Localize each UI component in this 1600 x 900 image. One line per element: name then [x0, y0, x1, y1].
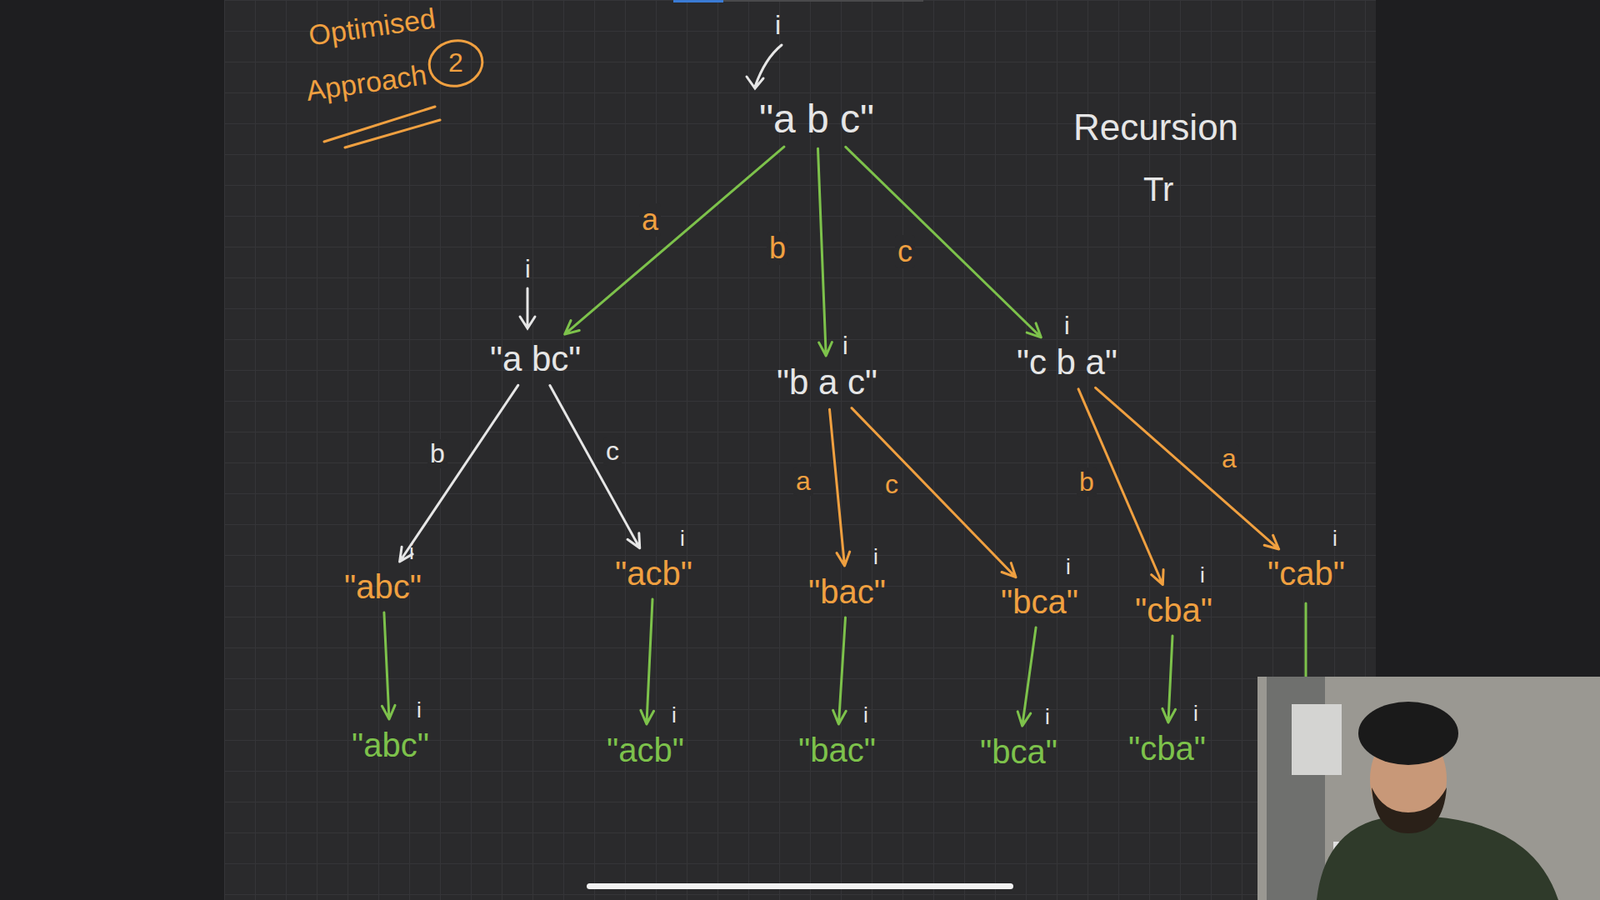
tree-node: "cba"	[1128, 589, 1220, 631]
edge-label: b	[427, 439, 448, 469]
edge-label: b	[1076, 467, 1097, 497]
tree-node: "bac"	[801, 570, 893, 613]
tree-edge	[833, 617, 847, 725]
tree-edge	[565, 146, 785, 335]
tree-edge	[550, 385, 640, 549]
tree-edge	[1095, 387, 1280, 550]
tree-edge	[1162, 635, 1176, 723]
tree-edge	[400, 385, 519, 562]
tree-node: "acb"	[600, 729, 691, 771]
tree-edge	[845, 146, 1042, 337]
index-marker: i	[873, 545, 879, 570]
tree-node: "abc"	[337, 565, 429, 608]
edge-label: b	[766, 231, 789, 265]
permutation-string: "bca"	[980, 732, 1058, 771]
permutation-string: "bca"	[1000, 582, 1079, 621]
edge-label: a	[1219, 444, 1240, 474]
permutation-string: "c b a"	[1016, 342, 1118, 383]
tree-node: "cba"	[1121, 727, 1213, 770]
permutation-string: "a bc"	[490, 339, 581, 380]
side-note: Tr	[1143, 170, 1174, 208]
heading-text: Approach	[304, 59, 429, 107]
callout-number: 2	[448, 48, 464, 78]
index-marker: i	[1064, 311, 1070, 340]
index-marker: i	[1045, 705, 1050, 730]
home-indicator	[586, 883, 1014, 890]
pointer-arrow	[520, 288, 535, 329]
tree-edge	[830, 409, 850, 566]
edge-label: a	[639, 203, 661, 237]
permutation-string: "bac"	[798, 730, 876, 770]
index-marker: i	[671, 703, 677, 728]
permutation-string: "cba"	[1135, 590, 1213, 630]
tree-edge	[818, 148, 833, 356]
tree-node: "abc"	[345, 724, 436, 766]
index-marker: i	[1200, 563, 1205, 588]
permutation-string: "abc"	[344, 567, 422, 606]
circle-mark	[425, 35, 487, 91]
hair	[1358, 701, 1459, 765]
edge-label: a	[793, 466, 814, 496]
index-marker: i	[416, 698, 422, 723]
tree-node: "bca"	[973, 730, 1065, 773]
tree-node: "a b c"	[752, 94, 881, 144]
heading-text: Optimised	[306, 3, 438, 52]
top-bar	[673, 0, 724, 3]
edge-label: c	[895, 235, 915, 269]
tree-node: "bca"	[994, 580, 1085, 623]
index-marker: i	[525, 255, 531, 283]
underline-stroke	[345, 120, 440, 148]
index-marker: i	[775, 10, 781, 40]
edge-label: c	[882, 470, 901, 500]
pointer-arrow	[746, 45, 782, 89]
index-marker: i	[1332, 526, 1338, 551]
tree-node: "acb"	[608, 552, 700, 595]
tree-node: "bac"	[791, 729, 883, 771]
permutation-string: "b a c"	[776, 362, 878, 403]
beard	[1371, 787, 1447, 834]
permutation-string: "a b c"	[759, 95, 875, 142]
top-bar	[723, 0, 924, 2]
tree-edge	[851, 408, 1016, 578]
index-marker: i	[1193, 701, 1199, 726]
tree-edge	[640, 599, 655, 725]
whiteboard-back	[1291, 704, 1342, 775]
index-marker: i	[863, 703, 869, 728]
webcam-frame	[1257, 676, 1600, 900]
permutation-string: "cab"	[1267, 554, 1345, 593]
permutation-string: "acb"	[606, 730, 685, 770]
index-marker: i	[842, 331, 849, 360]
index-marker: i	[1065, 555, 1071, 580]
permutation-string: "acb"	[615, 554, 693, 593]
index-marker: i	[409, 540, 415, 565]
tree-node: "c b a"	[1010, 340, 1125, 385]
tree-edge	[1017, 627, 1036, 726]
side-note: Recursion	[1073, 107, 1239, 148]
tree-node: "b a c"	[770, 360, 885, 405]
tree-edge	[381, 612, 395, 720]
tree-node: "a bc"	[483, 337, 588, 381]
permutation-string: "cba"	[1128, 729, 1206, 768]
permutation-string: "abc"	[351, 725, 430, 765]
permutation-string: "bac"	[808, 572, 886, 611]
index-marker: i	[680, 526, 685, 551]
jacket	[1316, 816, 1559, 900]
tree-node: "cab"	[1260, 552, 1352, 595]
edge-label: c	[603, 436, 622, 466]
